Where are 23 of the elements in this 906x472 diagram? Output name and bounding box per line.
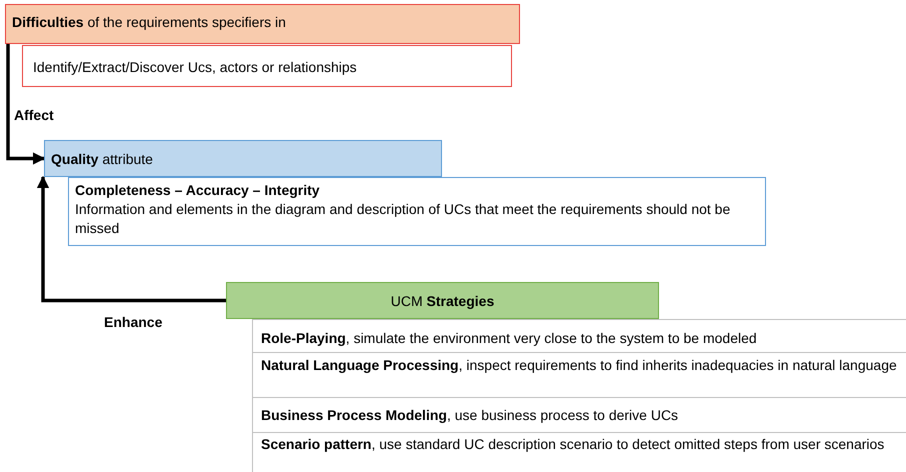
heading-box xyxy=(226,282,659,319)
process-box xyxy=(22,45,512,87)
heading-box xyxy=(44,140,442,177)
body-text: Difficulties of the requirements specifiers in xyxy=(12,13,287,32)
arrow xyxy=(6,44,46,165)
heading-text: Completeness – Accuracy – Integrity xyxy=(75,181,321,200)
list-row xyxy=(252,397,906,432)
list-row xyxy=(252,432,906,472)
body-text: Role-Playing, simulate the environment very close to the system to be modeled xyxy=(261,329,758,348)
body-text: Scenario pattern, use standard UC description scenario to detect omitted steps from user scenarios xyxy=(261,435,886,454)
body-text: Quality attribute xyxy=(51,150,154,169)
description-box xyxy=(68,177,766,246)
edge-label: Affect xyxy=(14,107,54,123)
edge-label: Enhance xyxy=(104,314,162,330)
body-text: UCM Strategies xyxy=(390,292,496,311)
list-row xyxy=(252,319,906,352)
arrow xyxy=(36,176,226,302)
body-text: Information and elements in the diagram and description of UCs that meet the requirements should not be missed xyxy=(75,200,732,238)
list-row xyxy=(252,352,906,397)
heading-box xyxy=(5,4,520,44)
body-text: Identify/Extract/Discover Ucs, actors or relationships xyxy=(33,58,358,77)
body-text: Natural Language Processing, inspect requirements to find inherits inadequacies in natural language xyxy=(261,356,898,375)
body-text: Business Process Modeling, use business process to derive UCs xyxy=(261,406,680,425)
